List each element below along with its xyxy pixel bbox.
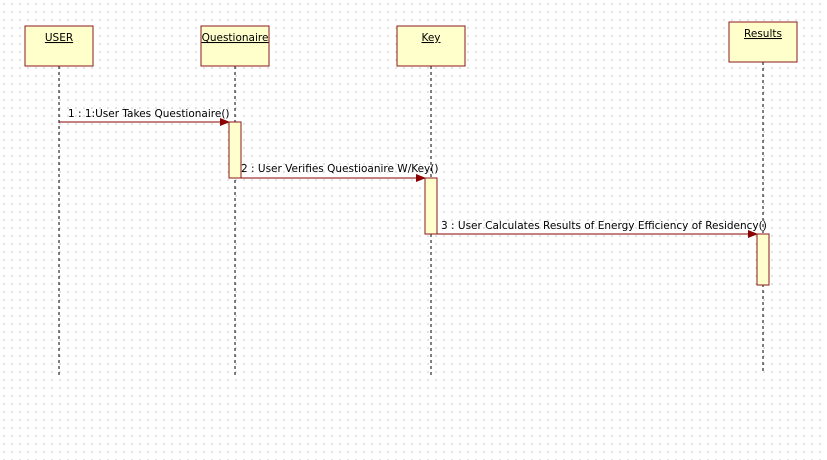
message-2-label: 2 : User Verifies Questioanire W/Key(): [241, 163, 438, 175]
object-key[interactable]: Key: [396, 25, 466, 67]
message-3-label: 3 : User Calculates Results of Energy Ef…: [441, 220, 767, 232]
object-user-label: USER: [45, 32, 73, 44]
object-results[interactable]: Results: [728, 21, 798, 63]
object-results-label: Results: [744, 28, 782, 40]
activation-results[interactable]: [756, 233, 770, 286]
object-questionaire[interactable]: Questionaire: [200, 25, 270, 67]
object-questionaire-label: Questionaire: [202, 32, 269, 44]
activation-key[interactable]: [424, 177, 438, 235]
object-key-label: Key: [421, 32, 440, 44]
message-1-label: 1 : 1:User Takes Questionaire(): [68, 108, 230, 120]
object-user[interactable]: USER: [24, 25, 94, 67]
activation-questionaire[interactable]: [228, 121, 242, 179]
